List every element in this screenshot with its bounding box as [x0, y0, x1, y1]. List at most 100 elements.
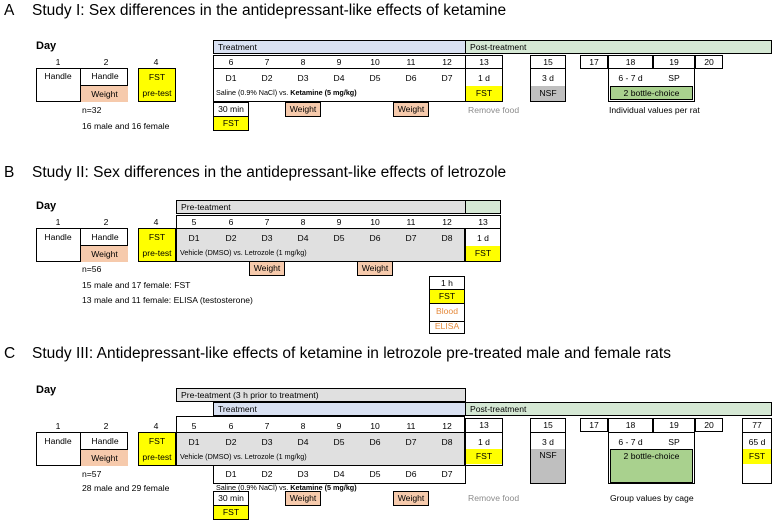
fst-77-box: FST — [743, 449, 771, 464]
d-label: D7 — [405, 232, 417, 243]
pretest-label: pre-test — [142, 87, 172, 98]
day-number: 8 — [300, 420, 306, 431]
day-number: 1 — [55, 216, 61, 227]
post-day13-box — [465, 228, 501, 262]
weight-box: Weight — [285, 491, 321, 506]
day-number: 18 — [608, 55, 653, 69]
d-label: D7 — [441, 468, 453, 479]
post-day13-box — [465, 68, 503, 102]
day-number: 1 — [55, 420, 61, 431]
post-day13-box — [465, 432, 503, 466]
thirty-min-box: 30 min — [213, 491, 249, 506]
d-label: D1 — [188, 232, 200, 243]
day-number: 11 — [406, 56, 416, 67]
three-day-label: 3 d — [542, 436, 554, 447]
day-number: 9 — [336, 216, 342, 227]
post-treatment-header: Post-treatment — [465, 40, 772, 54]
pretreatment-days-box — [176, 228, 465, 262]
day-number: 12 — [442, 216, 452, 227]
post-day15-box — [530, 432, 566, 484]
day-number: 2 — [103, 56, 109, 67]
day-number: 9 — [336, 420, 342, 431]
fst-post-box: FST — [466, 86, 502, 101]
day-number: 10 — [370, 216, 380, 227]
handle-label: Handle — [44, 231, 72, 242]
study-b-title: Study II: Sex differences in the antidep… — [32, 164, 507, 181]
one-hour-label: 1 h — [441, 277, 453, 288]
remove-food-text: Remove food — [468, 105, 520, 115]
day-number: 13 — [478, 216, 488, 227]
day-number: 2 — [103, 420, 109, 431]
weight-box: Weight — [393, 491, 429, 506]
fst-pretest-box — [138, 68, 176, 102]
post-header — [465, 200, 501, 214]
day-number: 19 — [653, 418, 695, 432]
day-number: 4 — [153, 420, 159, 431]
day-number: 6 — [228, 56, 234, 67]
handle-label: Handle — [91, 70, 119, 81]
elisa-label: ELISA — [434, 320, 460, 331]
sp-label: SP — [668, 436, 680, 447]
fst-label: FST — [148, 231, 166, 242]
group-text: 15 male and 17 female: FST — [82, 280, 191, 290]
d-label: D3 — [261, 436, 273, 447]
weight-box: Weight — [393, 102, 429, 117]
day-number: 6 — [228, 216, 234, 227]
day-number: 15 — [530, 418, 566, 432]
pretest-label: pre-test — [142, 247, 172, 258]
day-number: 11 — [406, 216, 416, 227]
day-number: 9 — [336, 56, 342, 67]
day-number: 18 — [608, 418, 653, 432]
day-number: 7 — [264, 420, 270, 431]
drug-text: Vehicle (DMSO) vs. Letrozole (1 mg/kg) — [180, 248, 307, 257]
day-row-box — [176, 416, 465, 432]
d-label: D5 — [333, 232, 345, 243]
nsf-box: NSF — [531, 86, 565, 101]
treatment-header: Treatment — [213, 402, 466, 416]
fst-label: FST — [148, 71, 166, 82]
weight-box: Weight — [285, 102, 321, 117]
day-label: Day — [36, 384, 57, 396]
six-seven-label: 6 - 7 d — [618, 436, 643, 447]
n-text: n=57 — [82, 469, 102, 479]
drug-text: Vehicle (DMSO) vs. Letrozole (1 mg/kg) — [180, 452, 307, 461]
d-label: D3 — [297, 72, 309, 83]
study-b-letter: B — [4, 164, 15, 181]
day-number: 6 — [228, 420, 234, 431]
day-number: 8 — [300, 56, 306, 67]
day-number: 8 — [300, 216, 306, 227]
day-number: 20 — [695, 418, 723, 432]
day-label: Day — [36, 40, 57, 52]
d-label: D6 — [405, 72, 417, 83]
fst-label: FST — [148, 435, 166, 446]
divider — [80, 228, 81, 262]
d-label: D8 — [441, 232, 453, 243]
one-day-label: 1 d — [477, 232, 489, 243]
day-number: 2 — [103, 216, 109, 227]
day-number: 13 — [465, 418, 503, 432]
d-label: D6 — [369, 232, 381, 243]
study-a-letter: A — [4, 2, 15, 19]
nsf-box: NSF — [531, 449, 565, 483]
day-number: 7 — [264, 216, 270, 227]
handle-label: Handle — [91, 435, 119, 446]
day-number: 17 — [580, 55, 608, 69]
day-number: 5 — [191, 420, 197, 431]
fst-box: FST — [213, 505, 249, 520]
d-label: D8 — [441, 436, 453, 447]
day-label: Day — [36, 200, 57, 212]
d-label: D3 — [261, 232, 273, 243]
weight-box: Weight — [249, 261, 285, 276]
day-number: 11 — [406, 420, 416, 431]
n-text: n=56 — [82, 264, 102, 274]
bottle-choice-box: 2 bottle-choice — [610, 449, 693, 483]
weight-box: Weight — [81, 245, 128, 262]
day-number: 12 — [442, 56, 452, 67]
one-day-label: 1 d — [478, 72, 490, 83]
d-label: D1 — [225, 72, 237, 83]
weight-box: Weight — [81, 85, 128, 102]
day-number: 20 — [695, 55, 723, 69]
drug-text: Saline (0.9% NaCl) vs. Ketamine (5 mg/kg… — [216, 88, 357, 97]
weight-box: Weight — [357, 261, 393, 276]
d-label: D6 — [405, 468, 417, 479]
